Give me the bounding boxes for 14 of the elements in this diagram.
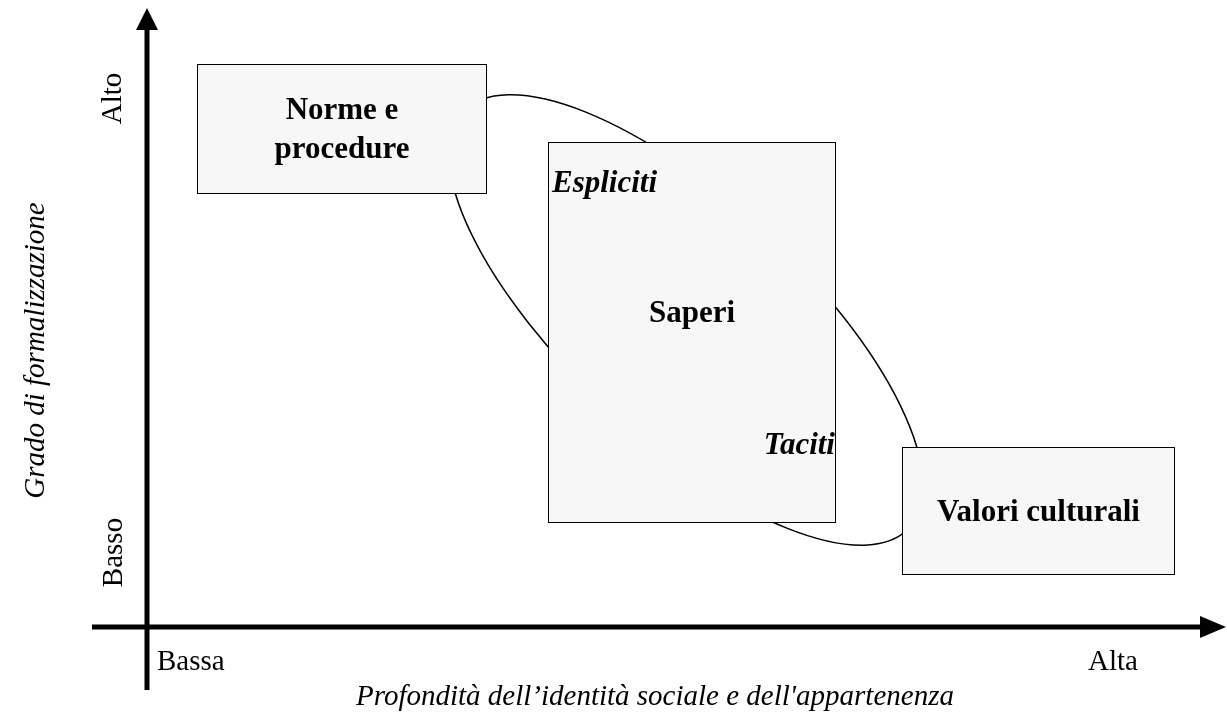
axis-title: Grado di formalizzazione [17, 201, 51, 499]
box-title: Norme e procedure [273, 90, 411, 167]
box-title: Saperi [647, 293, 737, 331]
axis-tick-label: Bassa [157, 643, 225, 677]
axis-tick-label: Alta [1088, 643, 1138, 677]
corner-label: Taciti [763, 425, 835, 464]
axis-title: Profondità dell’identità sociale e dell'appartenenza [356, 678, 954, 712]
concept-box [902, 447, 1175, 575]
concept-box [548, 142, 836, 523]
axis-tick-label: Basso [95, 517, 129, 587]
concept-box [197, 64, 487, 194]
corner-label: Espliciti [552, 163, 658, 201]
axis-tick-label: Alto [95, 72, 129, 124]
box-title: Valori culturali [936, 491, 1141, 530]
